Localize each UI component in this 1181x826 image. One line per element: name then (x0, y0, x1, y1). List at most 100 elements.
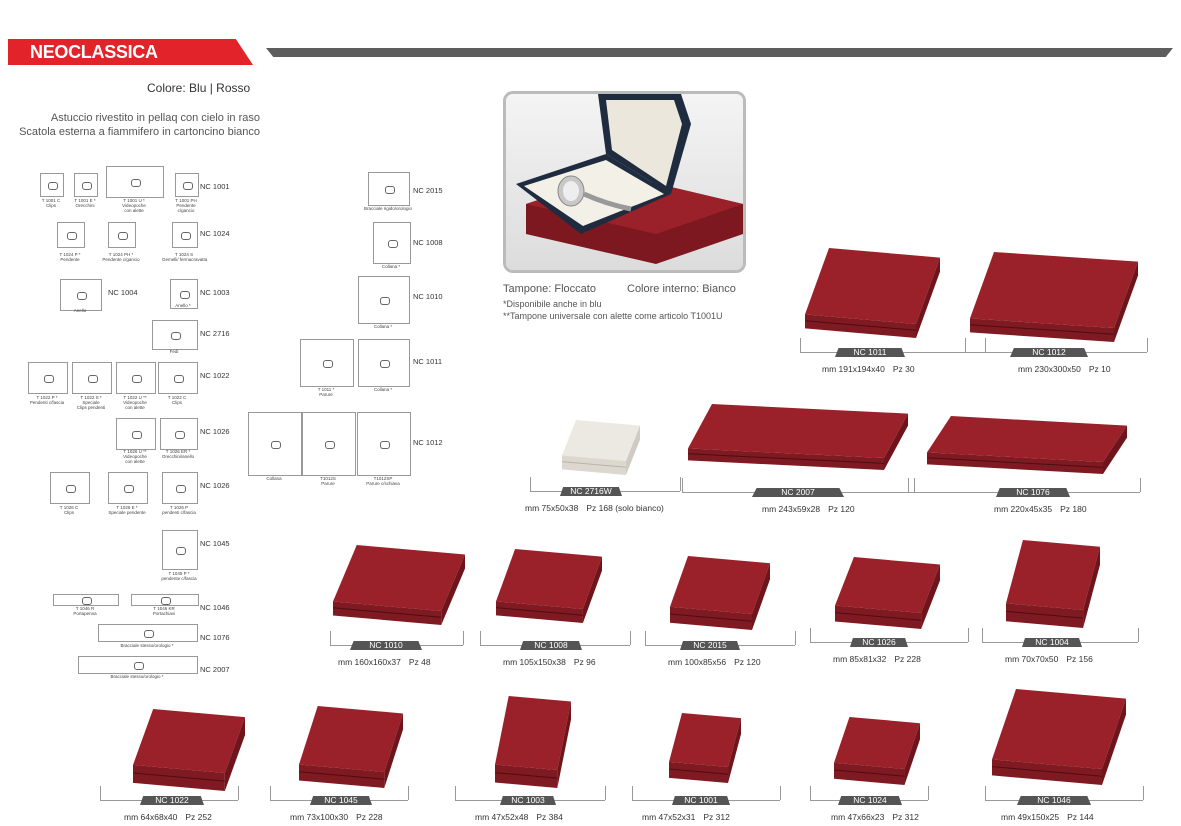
description-line-2: Scatola esterna a fiammifero in cartonci… (19, 126, 260, 138)
diagram-code: NC 2015 (413, 186, 443, 195)
insert-slot-icon (82, 182, 92, 190)
insert-drawing (172, 222, 198, 248)
product-quantity: Pz 228 (356, 812, 383, 822)
insert-label: Fedi (169, 349, 179, 354)
insert-drawing (358, 276, 410, 324)
insert-drawing (116, 362, 156, 394)
insert-drawing (152, 320, 198, 350)
insert-slot-icon (161, 597, 171, 605)
insert-drawing (78, 656, 198, 674)
product-tag-line (928, 786, 929, 800)
insert-drawing (108, 222, 136, 248)
insert-slot-icon (77, 292, 87, 300)
insert-slot-icon (174, 375, 184, 383)
product-size: mm 105x150x38 (503, 657, 566, 667)
insert-drawing (358, 339, 410, 387)
insert-slot-icon (183, 182, 193, 190)
product-code-tag: NC 1003 (500, 796, 556, 805)
product-box-illustration (992, 689, 1126, 785)
product-tag-line (908, 478, 909, 492)
insert-drawing (160, 418, 198, 450)
insert-slot-icon (131, 179, 141, 187)
diagram-code: NC 1012 (413, 438, 443, 447)
product-quantity: Pz 10 (1088, 364, 1111, 374)
note-1: *Disponibile anche in blu (503, 299, 602, 309)
product-tag-line (480, 631, 481, 645)
product-box-illustration (670, 556, 770, 630)
product-code-tag: NC 1022 (140, 796, 204, 805)
insert-label: Bracciale stesso/orologio * (110, 674, 164, 679)
product-quantity: Pz 180 (1060, 504, 1087, 514)
insert-slot-icon (271, 441, 281, 449)
product-box-illustration (1006, 540, 1100, 628)
insert-drawing (248, 412, 302, 476)
product-tag-line (463, 631, 464, 645)
insert-label: T 1024 PH *Pendente c/gancio (102, 252, 140, 262)
insert-slot-icon (82, 597, 92, 605)
insert-slot-icon (323, 360, 333, 368)
product-size: mm 70x70x50 (1005, 654, 1059, 664)
diagram-code: NC 1004 (108, 288, 138, 297)
product-tag-line (680, 477, 681, 491)
product-size: mm 47x52x48 (475, 812, 529, 822)
note-2: **Tampone universale con alette come art… (503, 311, 723, 321)
product-tag-line (810, 786, 811, 800)
product-code-tag: NC 2015 (680, 641, 740, 650)
product-size: mm 85x81x32 (833, 654, 887, 664)
product-box-illustration (496, 549, 602, 623)
diagram-code: NC 1026 (200, 481, 230, 490)
insert-drawing (98, 624, 198, 642)
product-box-illustration (133, 709, 245, 791)
product-box-illustration (299, 706, 403, 788)
insert-label: T 1022 P *Pendenti c/fascia (29, 395, 65, 405)
insert-label: Collana * (373, 324, 393, 329)
header-bar (266, 48, 1173, 57)
product-code-tag: NC 1026 (850, 638, 908, 647)
insert-drawing (72, 362, 112, 394)
insert-drawing (106, 166, 164, 198)
insert-slot-icon (67, 232, 77, 240)
product-tag-line (238, 786, 239, 800)
insert-slot-icon (132, 375, 142, 383)
product-size: mm 47x66x23 (831, 812, 885, 822)
diagram-code: NC 1011 (413, 357, 443, 366)
product-quantity: Pz 168 (solo bianco) (586, 503, 664, 513)
product-tag-line (982, 628, 983, 642)
product-quantity: Pz 48 (408, 657, 431, 667)
insert-drawing (170, 279, 198, 309)
product-tag-line (530, 477, 531, 491)
diagram-code: NC 2716 (200, 329, 230, 338)
product-box-illustration (333, 545, 465, 625)
diagram-code: NC 1076 (200, 633, 230, 642)
insert-label: Bracciale stesso/orologio * (120, 643, 174, 648)
insert-drawing (50, 472, 90, 504)
insert-drawing (40, 173, 64, 197)
product-quantity: Pz 312 (892, 812, 919, 822)
product-box-illustration (562, 420, 640, 475)
insert-drawing (175, 173, 199, 197)
product-quantity: Pz 228 (894, 654, 921, 664)
product-tag-line (605, 786, 606, 800)
insert-label: Collana * (373, 387, 393, 392)
tampone-label: Tampone: Floccato (503, 283, 596, 295)
product-tag-line (645, 631, 646, 645)
insert-label: Anello * (175, 303, 191, 308)
insert-label: T 1011 *Parure (317, 387, 335, 397)
insert-slot-icon (385, 186, 395, 194)
insert-drawing (357, 412, 411, 476)
insert-slot-icon (325, 441, 335, 449)
product-code-tag: NC 1076 (996, 488, 1070, 497)
colore-interno-label: Colore interno: Bianco (627, 283, 736, 295)
product-tag-line (632, 786, 633, 800)
